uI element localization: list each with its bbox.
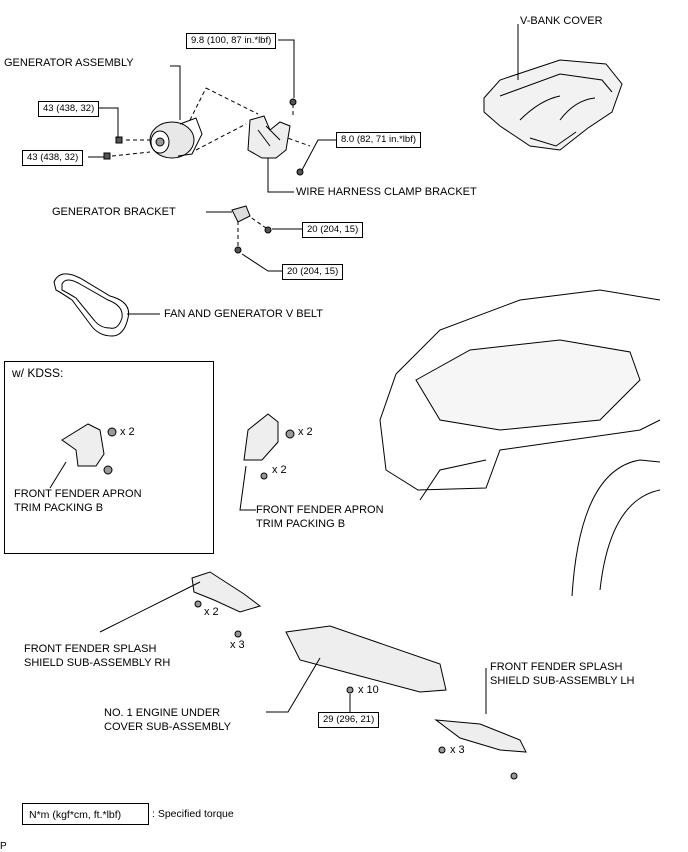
count-under-cover-bolts: x 10: [358, 684, 379, 696]
under-cover-drawing: [285, 625, 447, 694]
v-bank-cover-drawing: [483, 59, 623, 151]
torque-box-20-b: 20 (204, 15): [282, 264, 344, 280]
label-generator-bracket: GENERATOR BRACKET: [52, 206, 176, 218]
torque-box-29: 29 (296, 21): [318, 712, 380, 728]
label-splash-rh-line1: FRONT FENDER SPLASH: [24, 643, 157, 655]
generator-drawing: [149, 117, 203, 159]
label-splash-lh-line2: SHIELD SUB-ASSEMBLY LH: [490, 675, 635, 687]
label-generator-assembly: GENERATOR ASSEMBLY: [4, 57, 134, 69]
legend-description: : Specified torque: [152, 808, 234, 820]
splash-lh-drawing: [434, 719, 527, 780]
torque-box-9-8: 9.8 (100, 87 in.*lbf): [186, 33, 277, 49]
kdss-packing-drawing: [61, 423, 117, 475]
kdss-title: w/ KDSS:: [12, 366, 64, 380]
clamp-bracket-drawing: [247, 115, 291, 159]
label-engine-under-cover-line1: NO. 1 ENGINE UNDER: [104, 707, 221, 719]
page-marker: P: [0, 841, 7, 852]
count-apron-screws: x 2: [272, 464, 287, 476]
count-lh-bolts: x 3: [450, 744, 465, 756]
label-apron-packing-line1: FRONT FENDER APRON: [256, 504, 384, 516]
apron-packing-drawing: [243, 413, 295, 480]
torque-box-20-a: 20 (204, 15): [302, 222, 364, 238]
label-engine-under-cover-line2: COVER SUB-ASSEMBLY: [104, 721, 231, 733]
vehicle-outline-drawing: [379, 289, 661, 597]
label-fan-generator-v-belt: FAN AND GENERATOR V BELT: [164, 308, 323, 320]
count-apron-clips: x 2: [298, 426, 313, 438]
label-wire-harness-clamp-bracket: WIRE HARNESS CLAMP BRACKET: [296, 186, 477, 198]
kdss-inset-box: [4, 361, 214, 554]
label-splash-rh-line2: SHIELD SUB-ASSEMBLY RH: [24, 657, 171, 669]
torque-box-43-a: 43 (438, 32): [38, 101, 100, 117]
label-apron-packing-line2: TRIM PACKING B: [256, 518, 346, 530]
splash-rh-drawing: [191, 571, 262, 638]
count-kdss-bolts: x 2: [120, 426, 135, 438]
v-belt-drawing: [53, 273, 130, 337]
count-rh-bolts: x 3: [230, 639, 245, 651]
label-apron-packing-kdss-line2: TRIM PACKING B: [14, 502, 104, 514]
torque-box-8-0: 8.0 (82, 71 in.*lbf): [336, 132, 421, 148]
count-rh-clips: x 2: [204, 606, 219, 618]
label-apron-packing-kdss-line1: FRONT FENDER APRON: [14, 488, 142, 500]
legend-torque-unit-box: N*m (kgf*cm, ft.*lbf): [22, 803, 149, 825]
label-v-bank-cover: V-BANK COVER: [520, 15, 603, 27]
torque-box-43-b: 43 (438, 32): [22, 150, 84, 166]
label-splash-lh-line1: FRONT FENDER SPLASH: [490, 661, 623, 673]
